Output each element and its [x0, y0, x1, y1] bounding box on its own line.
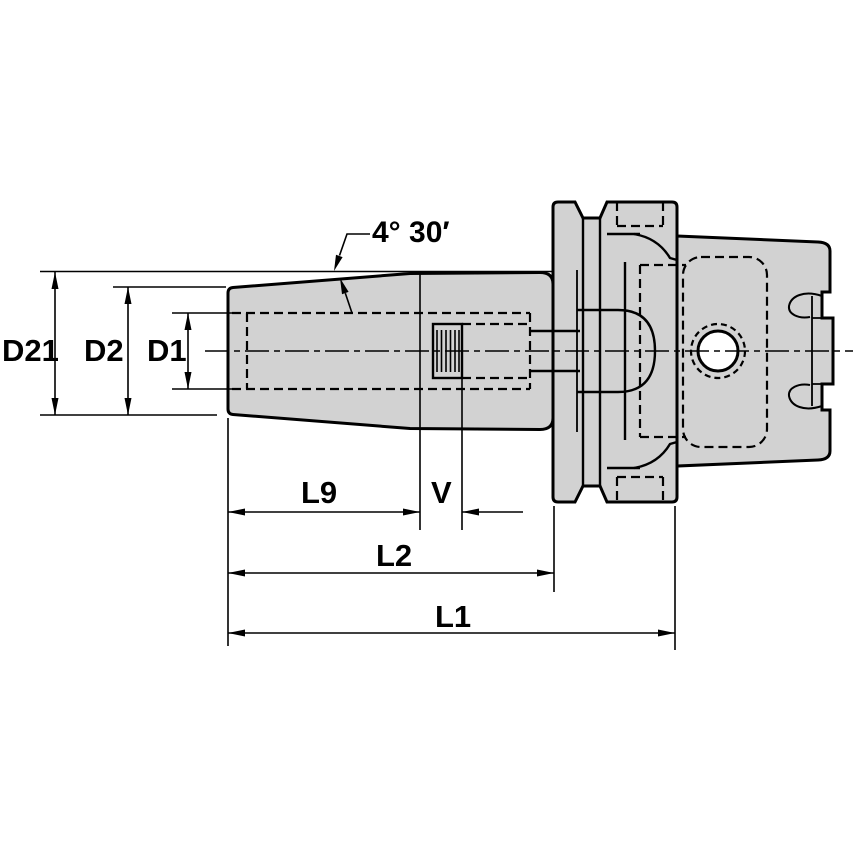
dim-label-v: V [431, 475, 452, 510]
drive-slot-top [787, 292, 823, 319]
angle-arrow-upper [334, 254, 343, 271]
dim-label-d1: D1 [147, 333, 187, 368]
nose-outline [226, 270, 555, 432]
angle-leader-2 [344, 292, 353, 314]
part-outline [226, 200, 835, 504]
dim-label-d2: D2 [84, 333, 124, 368]
shank-cavity [681, 255, 769, 449]
dim-label-l9: L9 [301, 475, 337, 510]
dimension-arrowheads [51, 254, 675, 637]
dim-label-l1: L1 [435, 599, 471, 634]
angle-arrow-lower [340, 278, 349, 295]
collar-chamfer-top [633, 232, 678, 262]
dimension-labels: D21 D2 D1 4° 30′ L9 V L2 L1 [2, 216, 471, 634]
drive-slot-bottom [787, 383, 823, 410]
dimension-lines [40, 233, 676, 650]
collar-chamfer-bottom [633, 440, 678, 470]
dim-label-l2: L2 [376, 538, 412, 573]
angle-leader [338, 233, 370, 256]
angle-label: 4° 30′ [372, 216, 450, 249]
dim-label-d21: D21 [2, 333, 59, 368]
